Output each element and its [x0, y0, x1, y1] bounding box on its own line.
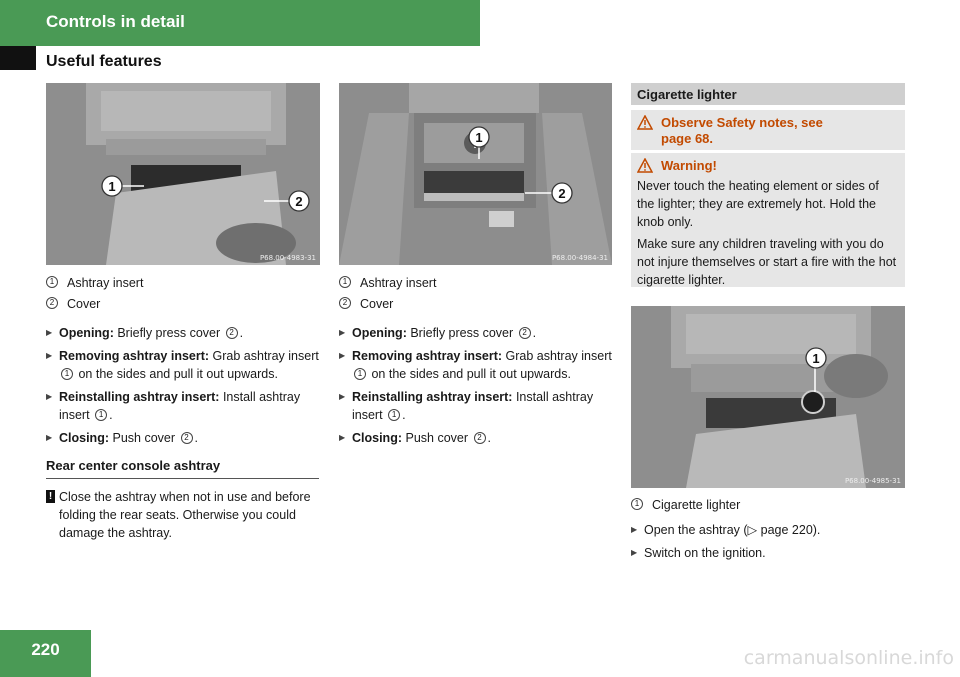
- legend-item: 2 Cover: [339, 293, 612, 314]
- legend-label: Ashtray insert: [67, 275, 144, 290]
- page-reference-link[interactable]: page 220).: [757, 523, 821, 537]
- photo1-code: P68.00-4983-31: [259, 254, 316, 262]
- callout-number: 1: [95, 408, 108, 421]
- notice-text: Close the ashtray when not in use and be…: [59, 490, 311, 540]
- section-title: Useful features: [46, 53, 162, 70]
- rear-ashtray-illustration: 1 2: [339, 83, 612, 265]
- callout-number: 2: [473, 431, 486, 444]
- legend-item: 1 Cigarette lighter: [631, 494, 905, 515]
- column-middle: 1 Ashtray insert 2 Cover Opening: Briefl…: [339, 272, 612, 452]
- photo2-code: P68.00-4984-31: [551, 254, 608, 262]
- callout-number: 2: [46, 296, 58, 309]
- warning-text-2: Make sure any children traveling with yo…: [637, 237, 897, 287]
- callout-number: 2: [180, 431, 193, 444]
- legend-item: 1 Ashtray insert: [46, 272, 320, 293]
- photo3-callout-1: 1: [812, 351, 819, 366]
- legend-label: Cigarette lighter: [652, 497, 741, 512]
- step-opening: Opening: Briefly press cover 2.: [46, 324, 320, 342]
- chapter-title: Controls in detail: [46, 12, 185, 31]
- warning-title: Warning!: [631, 157, 905, 175]
- page-ref-arrow-icon: ▷: [747, 523, 758, 537]
- cigarette-lighter-illustration: 1: [631, 306, 905, 488]
- photo1-callout-1: 1: [108, 179, 115, 194]
- callout-number: 1: [339, 275, 351, 288]
- legend-label: Ashtray insert: [360, 275, 437, 290]
- legend-label: Cover: [360, 296, 394, 311]
- callout-number: 2: [339, 296, 351, 309]
- warning-triangle-icon: [637, 115, 653, 130]
- step-reinstalling: Reinstalling ashtray insert: Install ash…: [46, 388, 320, 424]
- photo1-callout-2: 2: [295, 194, 302, 209]
- page-number-box: [0, 630, 91, 677]
- front-ashtray-illustration: 1 2: [46, 83, 320, 265]
- callout-number: 1: [61, 367, 73, 380]
- photo-cigarette-lighter: 1 P68.00-4985-31: [631, 306, 905, 488]
- header-bar: [0, 0, 480, 46]
- callout-number: 1: [388, 408, 401, 421]
- column-left: 1 Ashtray insert 2 Cover Opening: Briefl…: [46, 272, 320, 542]
- warning-triangle-icon: [637, 158, 653, 173]
- photo2-callout-2: 2: [558, 186, 565, 201]
- callout-number: 2: [225, 326, 238, 339]
- step-reinstalling: Reinstalling ashtray insert: Install ash…: [339, 388, 612, 424]
- notice-damage: ! Close the ashtray when not in use and …: [46, 488, 320, 542]
- legend-item: 2 Cover: [46, 293, 320, 314]
- step-closing: Closing: Push cover 2.: [46, 429, 320, 447]
- cigarette-lighter-header-box: Cigarette lighter: [631, 83, 905, 105]
- callout-number: 1: [46, 275, 58, 288]
- subheading-rear-console-ashtray: Rear center console ashtray: [46, 457, 319, 479]
- callout-number: 2: [518, 326, 531, 339]
- notice-icon: !: [46, 490, 55, 503]
- step-closing: Closing: Push cover 2.: [339, 429, 612, 447]
- warning-text-1: Never touch the heating element or sides…: [637, 179, 879, 229]
- legend-label: Cover: [67, 296, 101, 311]
- step-ignition: Switch on the ignition.: [631, 544, 905, 562]
- safety-notes-box: Observe Safety notes, see page 68.: [631, 110, 905, 150]
- page-number: 220: [31, 640, 60, 659]
- photo2-callout-1: 1: [475, 130, 482, 145]
- legend-item: 1 Ashtray insert: [339, 272, 612, 293]
- section-tab-marker: [0, 46, 36, 70]
- warning-box: Warning! Never touch the heating element…: [631, 153, 905, 287]
- box-heading: Cigarette lighter: [637, 87, 737, 102]
- column-right-steps: 1 Cigarette lighter Open the ashtray (▷ …: [631, 494, 905, 567]
- callout-number: 1: [354, 367, 366, 380]
- safety-notes-link[interactable]: Observe Safety notes, see page 68.: [631, 115, 905, 147]
- step-open-ashtray: Open the ashtray (▷ page 220).: [631, 521, 905, 539]
- photo-front-ashtray: 1 2 P68.00-4983-31: [46, 83, 320, 265]
- callout-number: 1: [631, 497, 643, 510]
- step-removing: Removing ashtray insert: Grab ashtray in…: [339, 347, 612, 383]
- step-removing: Removing ashtray insert: Grab ashtray in…: [46, 347, 320, 383]
- step-opening: Opening: Briefly press cover 2.: [339, 324, 612, 342]
- watermark: carmanualsonline.info: [743, 647, 954, 669]
- photo-rear-ashtray: 1 2 P68.00-4984-31: [339, 83, 612, 265]
- photo3-code: P68.00-4985-31: [844, 477, 901, 485]
